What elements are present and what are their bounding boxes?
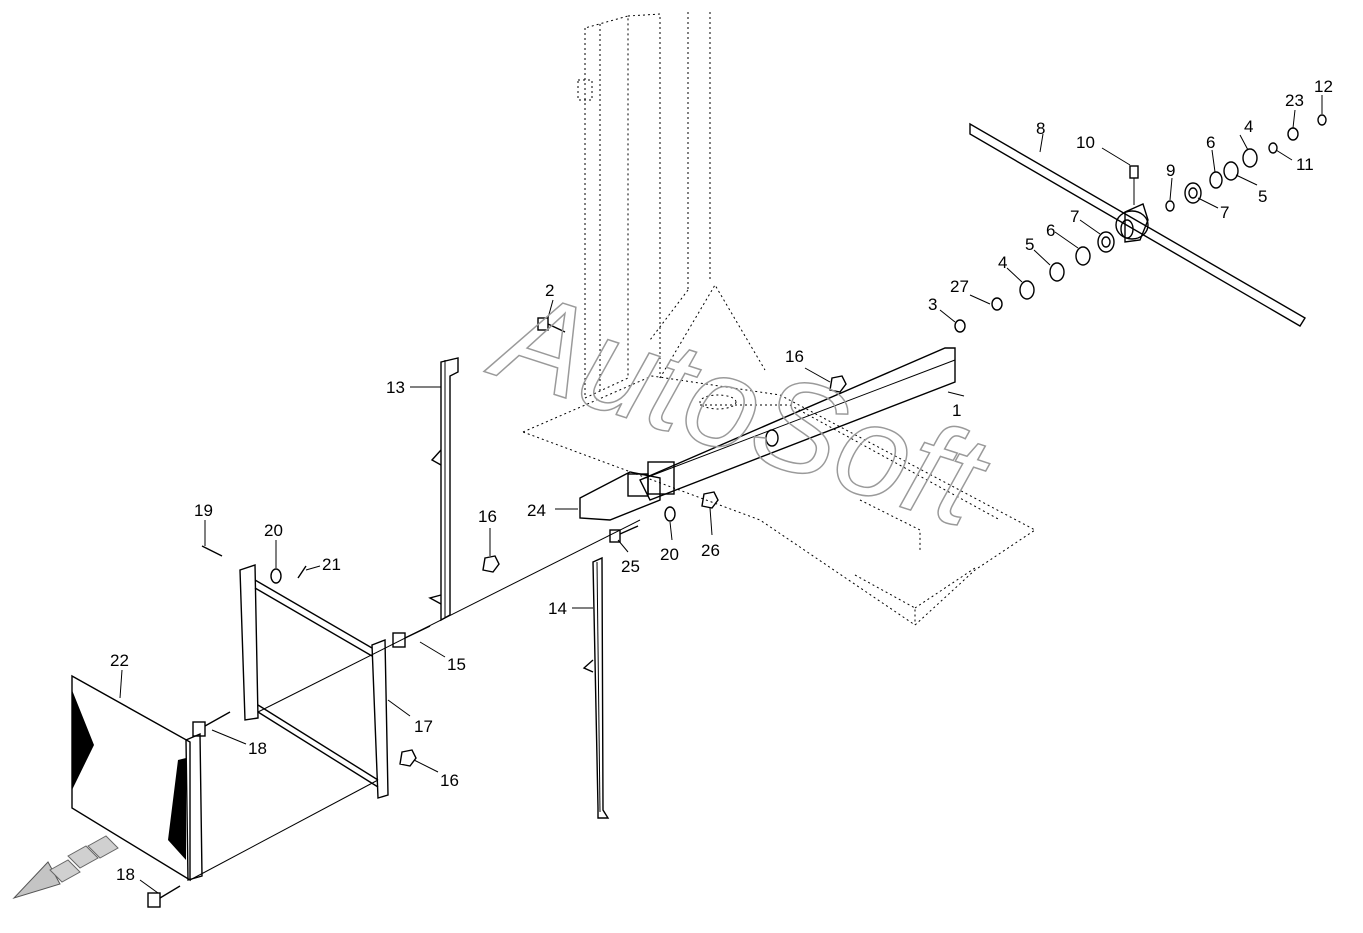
callout-20: 20 — [264, 521, 283, 540]
part-17-frame — [239, 519, 641, 799]
part-22-panel — [71, 674, 379, 882]
callout-16: 16 — [440, 771, 459, 790]
callout-4: 4 — [1244, 117, 1253, 136]
leader-lines — [119, 95, 1323, 894]
callout-27: 27 — [950, 277, 969, 296]
callout-25: 25 — [621, 557, 640, 576]
callout-17: 17 — [414, 717, 433, 736]
direction-arrow — [12, 835, 119, 900]
callout-6: 6 — [1206, 133, 1215, 152]
part-13-vertical-bracket — [428, 357, 459, 622]
callout-16: 16 — [785, 347, 804, 366]
callout-14: 14 — [548, 599, 567, 618]
shaft-components — [954, 114, 1327, 333]
part-8-shaft — [969, 122, 1306, 327]
part-14-vertical-bracket — [582, 556, 610, 819]
callout-7: 7 — [1220, 203, 1229, 222]
callout-labels: 1 2 3 4 4 5 5 6 6 7 7 8 9 10 11 12 13 14… — [110, 77, 1333, 884]
frame-column — [577, 12, 766, 399]
callout-11: 11 — [1296, 155, 1314, 174]
part-10-grease-fitting — [1129, 165, 1139, 205]
watermark-text: AutoSoft — [475, 259, 1006, 556]
callout-16: 16 — [478, 507, 497, 526]
callout-18: 18 — [116, 865, 135, 884]
callout-12: 12 — [1314, 77, 1333, 96]
frame-platform — [522, 375, 1036, 626]
callout-24: 24 — [527, 501, 546, 520]
callout-8: 8 — [1036, 119, 1045, 138]
callout-2: 2 — [545, 281, 554, 300]
callout-3: 3 — [928, 295, 937, 314]
callout-1: 1 — [952, 401, 961, 420]
callout-18: 18 — [248, 739, 267, 758]
callout-15: 15 — [447, 655, 466, 674]
callout-5: 5 — [1258, 187, 1267, 206]
callout-4: 4 — [998, 253, 1007, 272]
callout-23: 23 — [1285, 91, 1304, 110]
callout-22: 22 — [110, 651, 129, 670]
callout-19: 19 — [194, 501, 213, 520]
callout-26: 26 — [701, 541, 720, 560]
callout-9: 9 — [1166, 161, 1175, 180]
callout-13: 13 — [386, 378, 405, 397]
callout-7: 7 — [1070, 207, 1079, 226]
callout-20: 20 — [660, 545, 679, 564]
callout-6: 6 — [1046, 221, 1055, 240]
part-24-bracket — [579, 461, 675, 521]
callout-5: 5 — [1025, 235, 1034, 254]
callout-21: 21 — [322, 555, 341, 574]
hardware — [147, 317, 847, 908]
callout-10: 10 — [1076, 133, 1095, 152]
